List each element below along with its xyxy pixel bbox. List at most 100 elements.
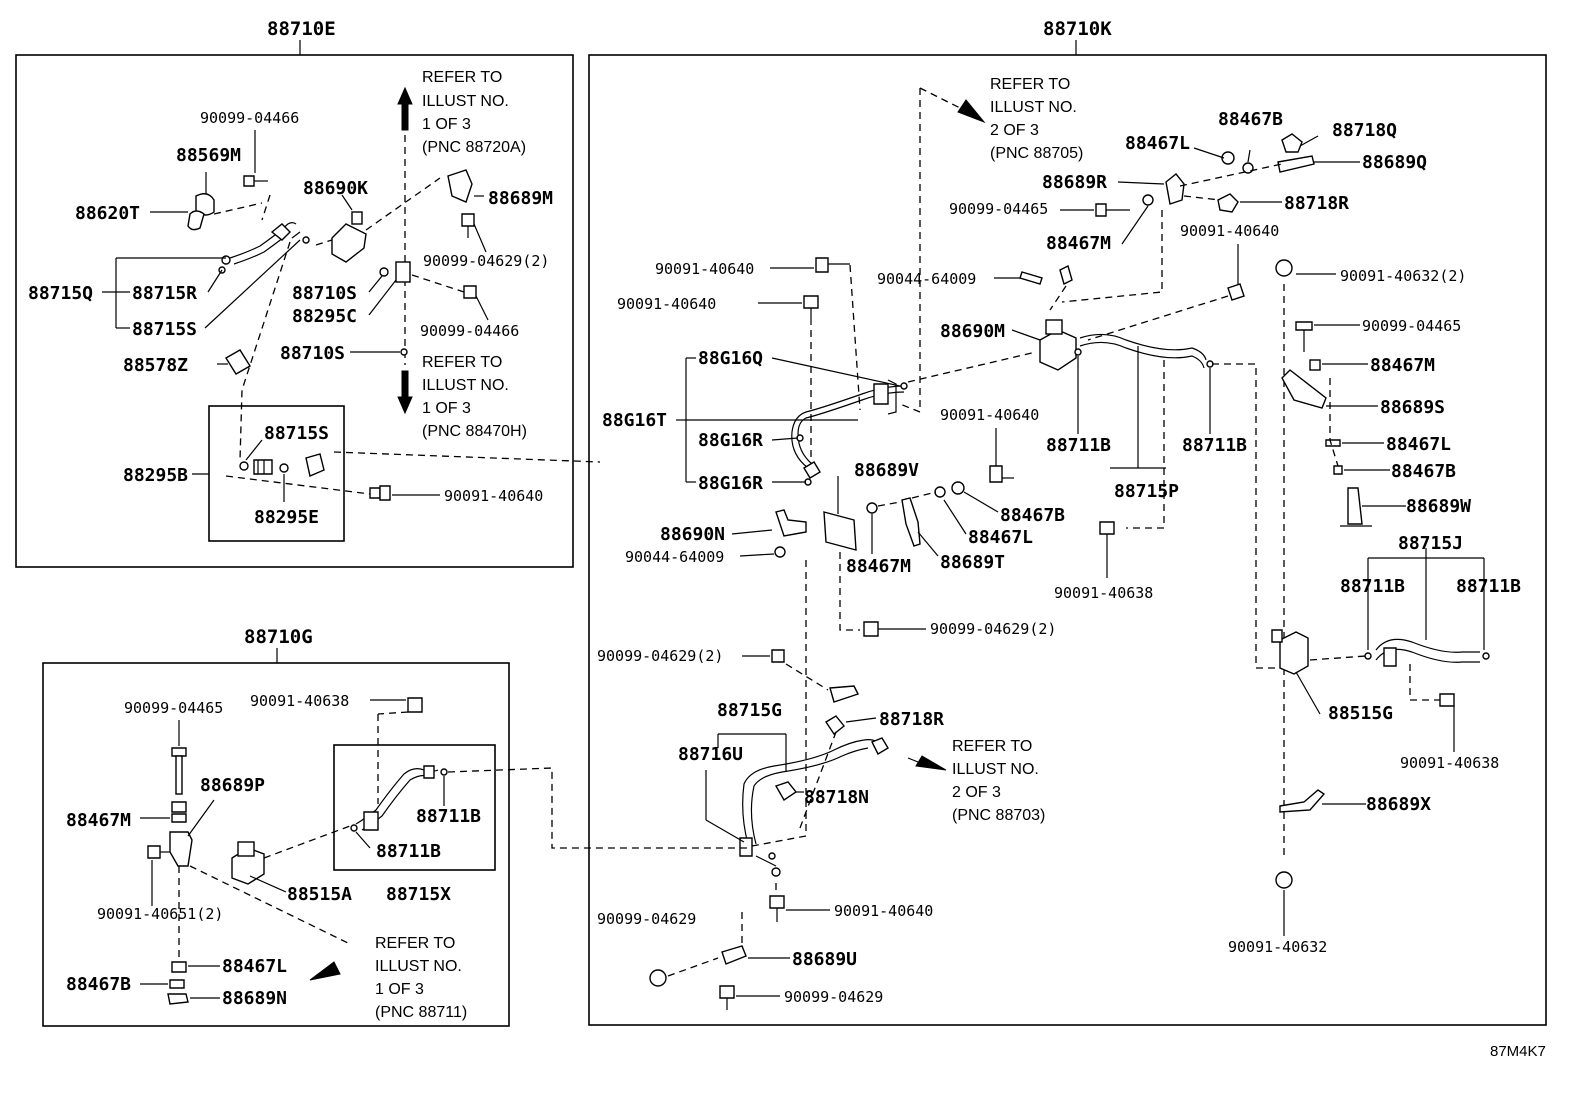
group-box-k <box>588 54 1547 1026</box>
svg-text:(PNC 88720A): (PNC 88720A) <box>422 139 526 156</box>
label-88716u: 88716U <box>678 744 743 765</box>
label-88467m-g5: 88467M <box>66 810 131 831</box>
label-88690k: 88690K <box>303 178 368 199</box>
svg-text:(PNC 88470H): (PNC 88470H) <box>422 423 527 440</box>
label-88467b-k29: 88467B <box>1000 505 1065 526</box>
label-88689s: 88689S <box>1380 397 1445 418</box>
label-90099-04465-k15: 90099-04465 <box>1362 317 1461 335</box>
label-88467m-k17: 88467M <box>1370 355 1435 376</box>
label-88715r: 88715R <box>132 283 197 304</box>
label-88g16r-lower: 88G16R <box>698 473 763 494</box>
note-e-down: REFER TO ILLUST NO. 1 OF 3 (PNC 88470H) <box>422 354 527 440</box>
group-title-88710k: 88710K <box>1043 18 1112 40</box>
label-90044-64009-k11: 90044-64009 <box>877 270 976 288</box>
label-90099-04629-2-e: 90099-04629(2) <box>423 252 549 270</box>
note-e-up: REFER TO ILLUST NO. 1 OF 3 (PNC 88720A) <box>422 69 526 156</box>
label-88711b-g6: 88711B <box>376 841 441 862</box>
label-88715g: 88715G <box>717 700 782 721</box>
svg-text:1 OF 3: 1 OF 3 <box>422 400 471 417</box>
group-box-g <box>42 662 510 1027</box>
group-title-88710g: 88710G <box>244 626 313 648</box>
label-88690n: 88690N <box>660 524 725 545</box>
svg-text:ILLUST NO.: ILLUST NO. <box>422 377 509 394</box>
svg-text:REFER TO: REFER TO <box>990 76 1070 93</box>
label-88689x: 88689X <box>1366 794 1431 815</box>
svg-text:(PNC 88703): (PNC 88703) <box>952 807 1045 824</box>
label-88620t: 88620T <box>75 203 140 224</box>
label-88467l-g10: 88467L <box>222 956 287 977</box>
label-90091-40632: 90091-40632 <box>1228 938 1327 956</box>
label-88g16r-upper: 88G16R <box>698 430 763 451</box>
label-88715q: 88715Q <box>28 283 93 304</box>
label-88718n: 88718N <box>804 787 869 808</box>
label-90091-40638-k37: 90091-40638 <box>1054 584 1153 602</box>
label-88295c: 88295C <box>292 306 357 327</box>
svg-text:2 OF 3: 2 OF 3 <box>952 784 1001 801</box>
svg-text:2 OF 3: 2 OF 3 <box>990 122 1039 139</box>
label-88467m-k35: 88467M <box>846 556 911 577</box>
label-88g16t: 88G16T <box>602 410 667 431</box>
label-88711b-k38: 88711B <box>1340 576 1405 597</box>
label-88295b: 88295B <box>123 465 188 486</box>
svg-text:ILLUST NO.: ILLUST NO. <box>990 99 1077 116</box>
svg-text:ILLUST NO.: ILLUST NO. <box>375 958 462 975</box>
label-88467m-k8: 88467M <box>1046 233 1111 254</box>
label-90099-04465-k6: 90099-04465 <box>949 200 1048 218</box>
svg-text:1 OF 3: 1 OF 3 <box>422 116 471 133</box>
label-90099-04466-top: 90099-04466 <box>200 109 299 127</box>
label-88g16q: 88G16Q <box>698 348 763 369</box>
label-90099-04629-2-k41: 90099-04629(2) <box>597 647 723 665</box>
label-90099-04466-lower: 90099-04466 <box>420 322 519 340</box>
label-90091-40651-2: 90091-40651(2) <box>97 905 223 923</box>
label-90091-40640-k9: 90091-40640 <box>1180 222 1279 240</box>
label-88689n: 88689N <box>222 988 287 1009</box>
note-k-top: REFER TO ILLUST NO. 2 OF 3 (PNC 88705) <box>990 76 1083 162</box>
label-90099-04629-k53: 90099-04629 <box>784 988 883 1006</box>
label-88689m: 88689M <box>488 188 553 209</box>
label-88689w: 88689W <box>1406 496 1471 517</box>
label-90091-40638-g1: 90091-40638 <box>250 692 349 710</box>
label-90099-04629-k50: 90099-04629 <box>597 910 696 928</box>
illustration-code: 87M4K7 <box>1490 1043 1546 1060</box>
group-title-88710e: 88710E <box>267 18 336 40</box>
label-88715p: 88715P <box>1114 481 1179 502</box>
label-88689p: 88689P <box>200 775 265 796</box>
label-88718r-k44: 88718R <box>879 709 944 730</box>
label-88715x: 88715X <box>386 884 451 905</box>
label-90099-04629-2-k40: 90099-04629(2) <box>930 620 1056 638</box>
note-k-mid: REFER TO ILLUST NO. 2 OF 3 (PNC 88703) <box>952 738 1045 824</box>
label-88710s-upper: 88710S <box>292 283 357 304</box>
svg-text:1 OF 3: 1 OF 3 <box>375 981 424 998</box>
svg-text:REFER TO: REFER TO <box>375 935 455 952</box>
label-88467b-k2: 88467B <box>1218 109 1283 130</box>
label-88718r-k7: 88718R <box>1284 193 1349 214</box>
label-88715s-box: 88715S <box>264 423 329 444</box>
svg-text:(PNC 88705): (PNC 88705) <box>990 145 1083 162</box>
label-88467l-k24: 88467L <box>1386 434 1451 455</box>
label-88718q: 88718Q <box>1332 120 1397 141</box>
label-88578z: 88578Z <box>123 355 188 376</box>
svg-text:REFER TO: REFER TO <box>952 738 1032 755</box>
label-88569m: 88569M <box>176 145 241 166</box>
svg-text:(PNC 88711): (PNC 88711) <box>375 1004 467 1021</box>
label-88711b-g4: 88711B <box>416 806 481 827</box>
group-g-parts <box>140 697 748 1005</box>
label-90099-04465-g2: 90099-04465 <box>124 699 223 717</box>
svg-text:ILLUST NO.: ILLUST NO. <box>422 93 509 110</box>
label-90091-40640-k49: 90091-40640 <box>834 902 933 920</box>
label-88715s-upper: 88715S <box>132 319 197 340</box>
label-88689t: 88689T <box>940 552 1005 573</box>
group-e-parts <box>102 86 601 502</box>
group-k-parts <box>649 87 1490 1010</box>
label-90091-40638-k46: 90091-40638 <box>1400 754 1499 772</box>
label-88689q: 88689Q <box>1362 152 1427 173</box>
label-90091-40640-k13: 90091-40640 <box>617 295 716 313</box>
label-88711b-k22: 88711B <box>1046 435 1111 456</box>
label-88467b-g11: 88467B <box>66 974 131 995</box>
label-88711b-k23: 88711B <box>1182 435 1247 456</box>
label-88715j: 88715J <box>1398 533 1463 554</box>
label-88467l-k1: 88467L <box>1125 133 1190 154</box>
label-88711b-k39: 88711B <box>1456 576 1521 597</box>
